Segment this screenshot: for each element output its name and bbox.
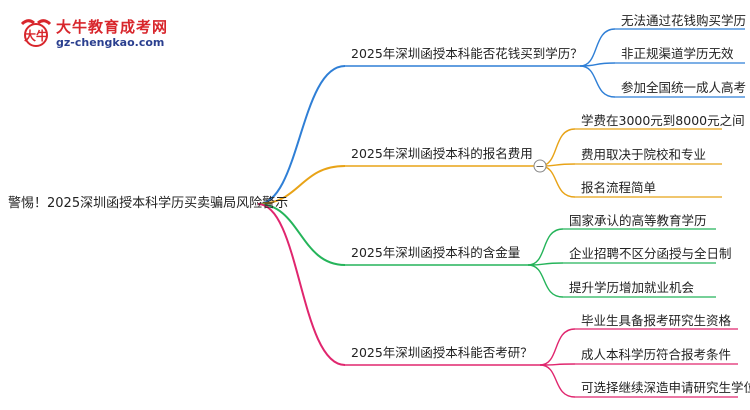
brand-url: gz-chengkao.com	[56, 36, 165, 49]
branch-2-leaf-1[interactable]: 学费在3000元到8000元之间	[581, 113, 745, 128]
branch-3-leaf-3[interactable]: 提升学历增加就业机会	[569, 280, 695, 295]
branch-2-leaf-2[interactable]: 费用取决于院校和专业	[581, 147, 707, 162]
branch-3-leaf-1[interactable]: 国家承认的高等教育学历	[569, 213, 707, 228]
connector-branch-1-leaf-1	[579, 28, 616, 67]
branch-1-leaf-3[interactable]: 参加全国统一成人高考	[621, 80, 747, 95]
connector-branch-2-leaf-3	[539, 165, 576, 198]
logo-mark-text: 大牛	[24, 28, 48, 43]
branch-4-label[interactable]: 2025年深圳函授本科能否考研？	[351, 345, 533, 360]
branch-4-leaf-3[interactable]: 可选择继续深造申请研究生学位	[581, 380, 750, 395]
collapse-toggle-icon[interactable]	[533, 159, 547, 173]
branch-1-label[interactable]: 2025年深圳函授本科能否花钱买到学历？	[351, 46, 583, 61]
connector-branch-1-leaf-3	[579, 65, 616, 98]
connector-root-branch-4	[257, 203, 346, 366]
branch-2-label[interactable]: 2025年深圳函授本科的报名费用	[351, 146, 533, 161]
branch-3-label[interactable]: 2025年深圳函授本科的含金量	[351, 245, 521, 260]
branch-4-leaf-2[interactable]: 成人本科学历符合报考条件	[581, 347, 732, 362]
connector-branch-3-leaf-3	[527, 264, 564, 298]
brand-logo: 大牛 大牛教育成考网 gz-chengkao.com	[18, 14, 168, 54]
connector-branch-2-leaf-1	[539, 128, 576, 167]
bull-logo-icon: 大牛	[20, 19, 52, 47]
connector-root-branch-1	[257, 65, 346, 205]
connector-root-branch-2	[257, 165, 346, 205]
root-topic[interactable]: 警惕！2025深圳函授本科学历买卖骗局风险警示	[8, 196, 289, 211]
connector-branch-3-leaf-1	[527, 228, 564, 266]
connector-branch-4-leaf-3	[539, 364, 576, 398]
branch-1-leaf-1[interactable]: 无法通过花钱购买学历	[621, 13, 747, 28]
branch-4-leaf-1[interactable]: 毕业生具备报考研究生资格	[581, 313, 732, 328]
branch-2-leaf-3[interactable]: 报名流程简单	[581, 180, 657, 195]
connector-root-branch-3	[257, 203, 346, 266]
collapse-toggle-symbol[interactable]: −	[535, 160, 544, 173]
branch-1-leaf-2[interactable]: 非正规渠道学历无效	[621, 46, 734, 61]
connector-branch-4-leaf-1	[539, 328, 576, 366]
brand-name: 大牛教育成考网	[56, 18, 169, 36]
branch-3-leaf-2[interactable]: 企业招聘不区分函授与全日制	[569, 246, 732, 261]
